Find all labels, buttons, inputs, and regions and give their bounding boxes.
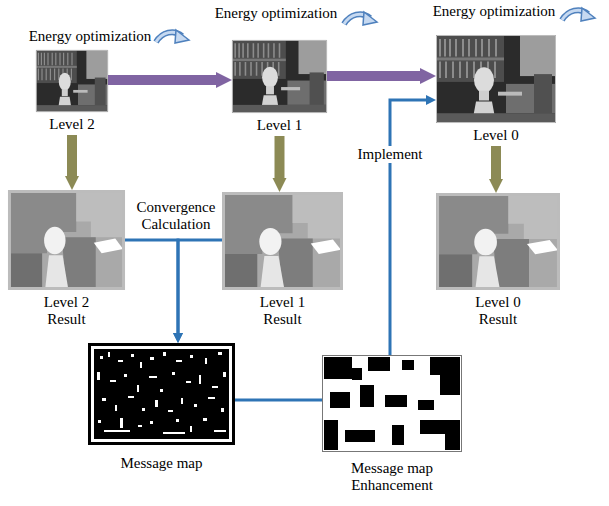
enhanced-map-frame <box>323 356 462 452</box>
loop-arrow <box>562 8 595 21</box>
image-node: Level 2 <box>36 50 108 135</box>
loop-arrow <box>344 12 377 25</box>
image-node: Level 2 Result <box>8 190 125 330</box>
image-area <box>436 193 560 290</box>
image-node: Message map Enhancement <box>322 355 462 496</box>
node-label: Level 1 <box>232 117 327 134</box>
image-area <box>232 40 327 113</box>
result-map <box>8 190 125 290</box>
flow-connector <box>108 75 216 85</box>
loop-arrow-head <box>175 30 189 43</box>
flow-connector <box>327 71 420 81</box>
level-photo <box>232 40 327 113</box>
loop-arrow <box>156 30 189 43</box>
flow-connector <box>178 240 222 333</box>
loop-arrow-head <box>581 8 595 21</box>
flow-connector <box>275 136 285 178</box>
node-label: Message map <box>88 455 235 472</box>
level-photo <box>36 50 108 112</box>
node-label: Level 0 <box>436 127 556 144</box>
edge-label: Implement <box>355 146 425 163</box>
image-area <box>322 355 462 452</box>
image-node: Level 0 <box>436 35 556 146</box>
flow-connector <box>125 240 178 333</box>
flow-connector <box>67 135 77 176</box>
loop-arrow-head <box>363 12 377 25</box>
image-node: Level 1 Result <box>222 192 343 330</box>
result-map <box>436 193 560 290</box>
image-area <box>436 35 556 123</box>
image-node: Level 0 Result <box>436 193 560 330</box>
image-area <box>222 192 343 290</box>
flow-connector <box>235 399 322 402</box>
result-map <box>222 192 343 290</box>
message-map-frame <box>90 345 234 444</box>
image-area <box>8 190 125 290</box>
node-label: Message map Enhancement <box>322 460 462 494</box>
image-area <box>36 50 108 112</box>
node-label: Level 1 Result <box>253 294 313 328</box>
image-node: Message map <box>88 343 235 474</box>
image-area <box>88 343 235 445</box>
message-map-ground <box>94 349 229 439</box>
step-label: Energy optimization <box>206 5 346 22</box>
enhanced-map-blobs <box>324 357 460 450</box>
step-label: Energy optimization <box>424 3 564 20</box>
node-label: Level 2 Result <box>37 294 97 328</box>
flow-connector <box>390 100 426 355</box>
image-node: Level 1 <box>232 40 327 136</box>
message-map-specks <box>97 352 226 434</box>
level-photo <box>436 35 556 123</box>
step-label: Energy optimization <box>20 28 160 45</box>
flow-connector <box>491 146 501 179</box>
node-label: Level 2 <box>36 116 108 133</box>
node-label: Level 0 Result <box>468 294 528 328</box>
edge-label: Convergence Calculation <box>128 199 224 233</box>
